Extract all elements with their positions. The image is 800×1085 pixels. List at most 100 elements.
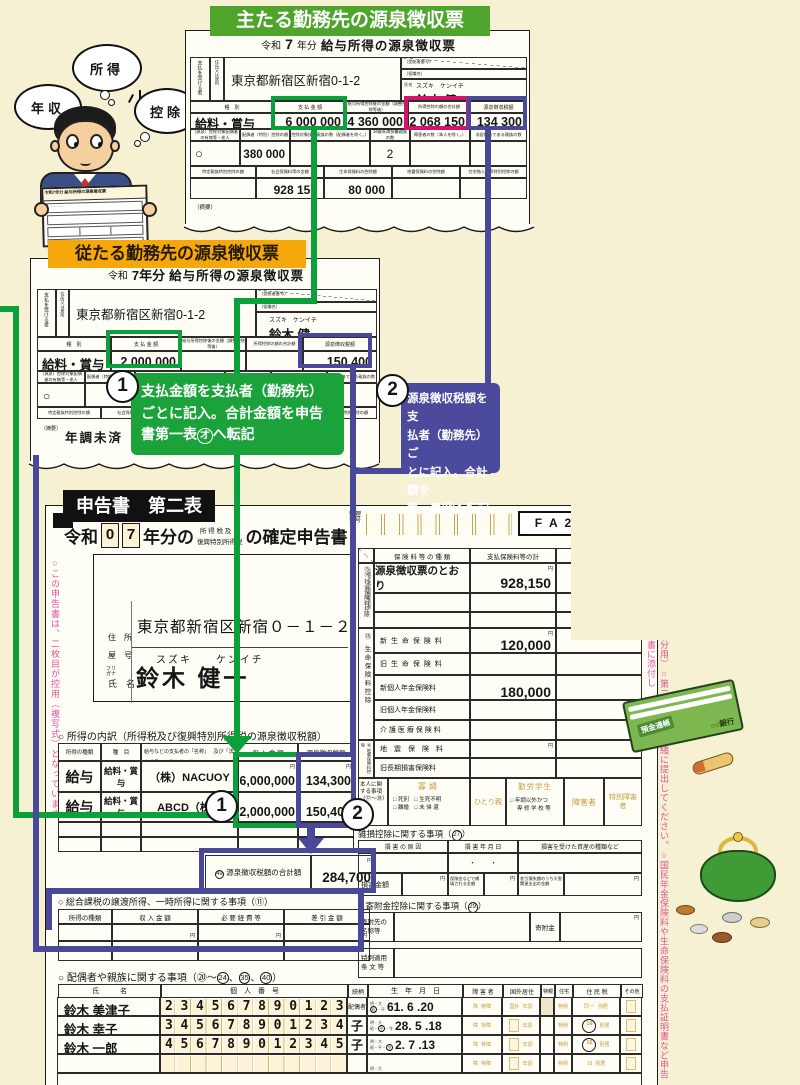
purse-illustration (700, 832, 776, 904)
empty-cell (101, 837, 141, 852)
stamp-nencho: 年調 (522, 1042, 533, 1048)
empty-cell (518, 853, 642, 873)
sub-slip-badge: 従たる勤務先の源泉徴収票 (48, 240, 306, 268)
coin (750, 917, 770, 928)
kinro-checkbox: □ 年調以外かつ (510, 798, 548, 804)
title-nenbun: 年分の (143, 528, 194, 547)
slip-title-doc: 給与所得の源泉徴収票 (169, 268, 305, 283)
kafu-label: 寡婦 (418, 782, 440, 791)
green-connector (234, 298, 240, 738)
tokurei-label2: 条 文 等 (361, 964, 385, 971)
yen-mark: 円 (275, 933, 281, 939)
empty-cell (470, 720, 556, 740)
family-birthdate: 2. 7 .13 (395, 1037, 436, 1052)
empty-cell (358, 853, 448, 873)
purple-connector (350, 366, 356, 756)
green-connector (234, 298, 317, 304)
character-eye (90, 134, 103, 149)
income-row-tax: 134,300 (305, 774, 351, 788)
income-row-income: 2,000,000 (239, 805, 295, 819)
col-h: 損 害 の 原 因 (358, 840, 448, 853)
shogaisha-label: 障害者 (564, 778, 604, 826)
stamp-jutaku: 特例 (557, 1004, 568, 1010)
family-birthdate: 28. 5 .18 (395, 1018, 442, 1033)
yen-mark: 円 (547, 566, 553, 572)
col-h: 非居住者である親族の数 (470, 129, 527, 141)
income-row-income: 6,000,000 (239, 774, 295, 788)
col-h: 所得控除の額の合計額 (246, 337, 303, 351)
green-income-column-frame (233, 752, 301, 828)
purple-connector (33, 946, 364, 952)
hokenkin-label: 保険金などで補填される金額 (448, 873, 484, 896)
era-selected: 昭 (370, 1005, 377, 1013)
col-h: 差 引 金 額 (284, 909, 370, 924)
character-tie (81, 178, 89, 191)
empty-cell (190, 178, 256, 199)
stamp-nencho: 年調 (522, 1004, 533, 1010)
stamp-16: 16 (586, 1060, 593, 1067)
empty-cell (141, 837, 238, 852)
col-h: （源泉）控除対象配偶者の有無等・老人 (37, 371, 85, 383)
callout-text: へ転記 (454, 503, 490, 516)
empty-cell (246, 351, 303, 371)
self-label-num: （⑰～⑳） (360, 796, 388, 802)
addr-label: 住所又は居所 (215, 60, 220, 86)
title-year-digit2: 7 (122, 523, 140, 548)
step2-circle: 2 (376, 374, 409, 407)
badge-text: 従たる勤務先の源泉徴収票 (75, 244, 279, 263)
col-h: 特定親族特別控除の額 (190, 166, 256, 178)
stamp-bekkyo: 別居 (598, 1004, 609, 1010)
stamp-shogai: 障 (472, 1061, 478, 1067)
empty-cell (470, 593, 556, 612)
title-small1: 所 得 税 及 び (199, 527, 240, 535)
spouse-deduction: 380 000 (240, 141, 290, 166)
slip-name: 鈴木 健一 (269, 328, 323, 337)
col-h: 障害者の数（本人を除く。） (410, 129, 470, 141)
corner-diagonal (358, 548, 374, 563)
title-year-digit1: 0 (101, 523, 119, 548)
empty-cell (470, 653, 556, 675)
hanko-tip (692, 761, 706, 774)
yen-mark: 円 (345, 764, 351, 770)
yen-mark: 円 (633, 915, 639, 921)
stamp-tokushogai: 特障 (481, 1061, 492, 1067)
character-hand (142, 202, 157, 217)
social-insurance-label: ⑬⑭ 社会保険料控除 (363, 566, 369, 618)
sparkle-icon (128, 94, 134, 103)
callout-text: ごとに記入。合計金額を申告 (141, 404, 323, 421)
col-h: 続柄 (348, 984, 368, 998)
col-h: 控除対象扶養親族の数（配偶者を除く。） (290, 129, 370, 141)
kana-value: スズキ ケンイチ (156, 655, 264, 666)
callout-text: へ転記 (212, 426, 255, 443)
income-row-payer: （株）NACUOY (141, 761, 238, 792)
circled-o: オ (197, 428, 213, 444)
family-row: 鈴木 幸子 345678901234 子 明・大昭・平・令 28. 5 .18 … (57, 1016, 642, 1035)
family-name: 鈴木 美津子 (57, 997, 160, 1016)
torn-edge (28, 461, 380, 470)
callout-text: とに記入。合計額を (407, 466, 488, 497)
right-note: 分用）○第二表は と一緒に提出してください。○国民年金保険料や生命保険料の支払証… (646, 640, 669, 1079)
callout-text: 払者（勤務先）ご (407, 429, 488, 461)
empty-cell (347, 1054, 367, 1073)
ins-row-label: 源泉徴収票のとおり (374, 563, 470, 593)
character-ear (50, 140, 60, 152)
jukyu-label: （受給者番号） (259, 291, 289, 296)
bubble-dot (134, 140, 141, 147)
col-h: 種 別 (190, 101, 274, 113)
family-name: 鈴木 一郎 (57, 1035, 160, 1054)
empty-cell (556, 675, 642, 700)
purple-tax-column-frame (296, 752, 356, 828)
purple-connector (46, 888, 52, 930)
coin (690, 924, 708, 934)
life-insurance-label-cell: ⑮ 生命保険料控除 (358, 628, 374, 740)
sonota-box (626, 1057, 636, 1070)
left-note: ○この申告書は、二枚目が控用（複写式）となっています (50, 558, 60, 819)
shimei-label: 氏 名 (108, 679, 136, 689)
yen-cell: 円 (564, 873, 642, 896)
kafu-checkboxes1: □ 死別 □ 生死不明 (393, 797, 442, 803)
highlight-tax-main (467, 96, 527, 130)
form-title: 令和 0 7 年分の 所 得 税 及 び 復興特別所得税 の確定申告書 (64, 523, 348, 548)
jukyu-label: （受給者番号） (404, 59, 434, 64)
